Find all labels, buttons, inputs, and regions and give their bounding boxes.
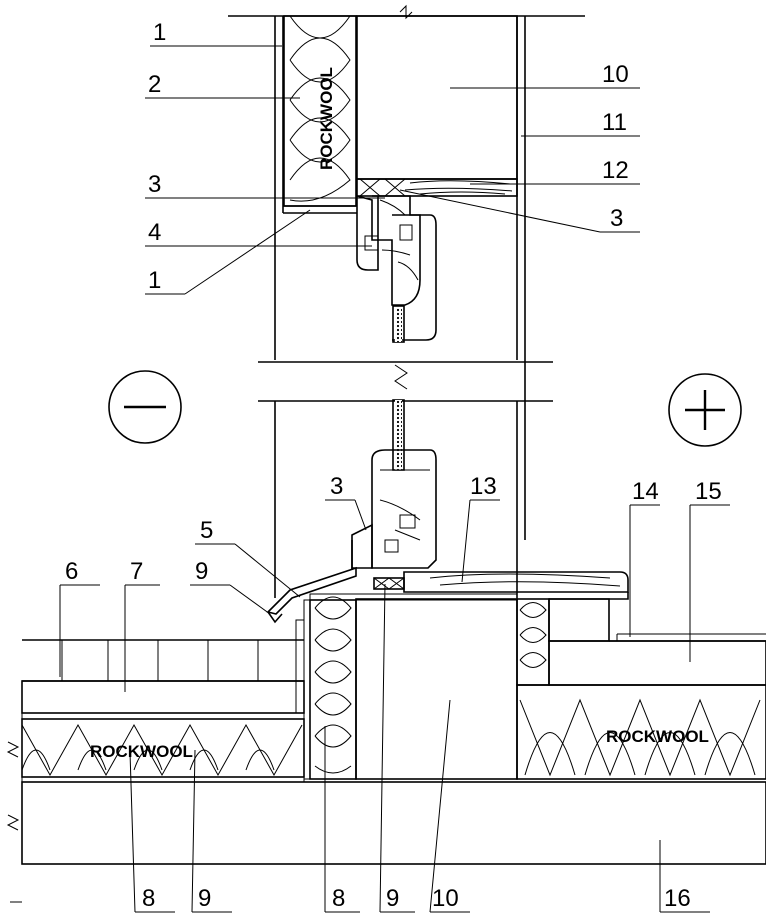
callout-3-sill: 3 bbox=[330, 473, 343, 500]
callout-4: 4 bbox=[148, 219, 161, 246]
sill-wall bbox=[303, 593, 550, 780]
callout-12: 12 bbox=[602, 157, 629, 184]
callout-8-center: 8 bbox=[332, 885, 345, 912]
callout-1-top: 1 bbox=[153, 19, 166, 46]
callout-13: 13 bbox=[470, 473, 497, 500]
callout-3-right: 3 bbox=[610, 205, 623, 232]
window-sill-frame bbox=[274, 399, 518, 598]
callout-leaders bbox=[10, 45, 730, 913]
callout-2: 2 bbox=[148, 71, 161, 98]
callout-16: 16 bbox=[664, 885, 691, 912]
callout-1-bottom: 1 bbox=[148, 267, 161, 294]
callout-6: 6 bbox=[65, 558, 78, 585]
interior-window-board bbox=[403, 571, 629, 593]
inside-zone-symbol bbox=[668, 373, 742, 447]
callout-10-top: 10 bbox=[602, 61, 629, 88]
rockwool-label-upper: ROCKWOOL bbox=[317, 67, 336, 170]
callout-numbers: 1 2 3 4 1 10 11 12 3 3 13 14 15 5 6 7 9 … bbox=[65, 19, 722, 912]
callout-5: 5 bbox=[200, 517, 213, 544]
outside-zone-symbol bbox=[108, 370, 182, 444]
callout-15: 15 bbox=[695, 478, 722, 505]
callout-10-bottom: 10 bbox=[432, 885, 459, 912]
floor-outside: ROCKWOOL bbox=[6, 619, 305, 783]
upper-wall: ROCKWOOL bbox=[228, 4, 585, 540]
floor-inside: ROCKWOOL bbox=[516, 592, 766, 780]
callout-9-outside: 9 bbox=[195, 558, 208, 585]
callout-11: 11 bbox=[602, 109, 627, 136]
callout-7: 7 bbox=[130, 558, 143, 585]
rockwool-label-right: ROCKWOOL bbox=[606, 727, 709, 746]
callout-14: 14 bbox=[632, 478, 659, 505]
callout-9-center: 9 bbox=[386, 885, 399, 912]
callout-8-left: 8 bbox=[142, 885, 155, 912]
rockwool-label-left: ROCKWOOL bbox=[90, 742, 193, 761]
callout-9-left: 9 bbox=[198, 885, 211, 912]
callout-3-left: 3 bbox=[148, 171, 161, 198]
window-head-frame bbox=[258, 194, 553, 402]
foundation-slab bbox=[6, 781, 766, 865]
external-flashing bbox=[266, 540, 357, 624]
upper-insulation-loops bbox=[289, 15, 351, 202]
